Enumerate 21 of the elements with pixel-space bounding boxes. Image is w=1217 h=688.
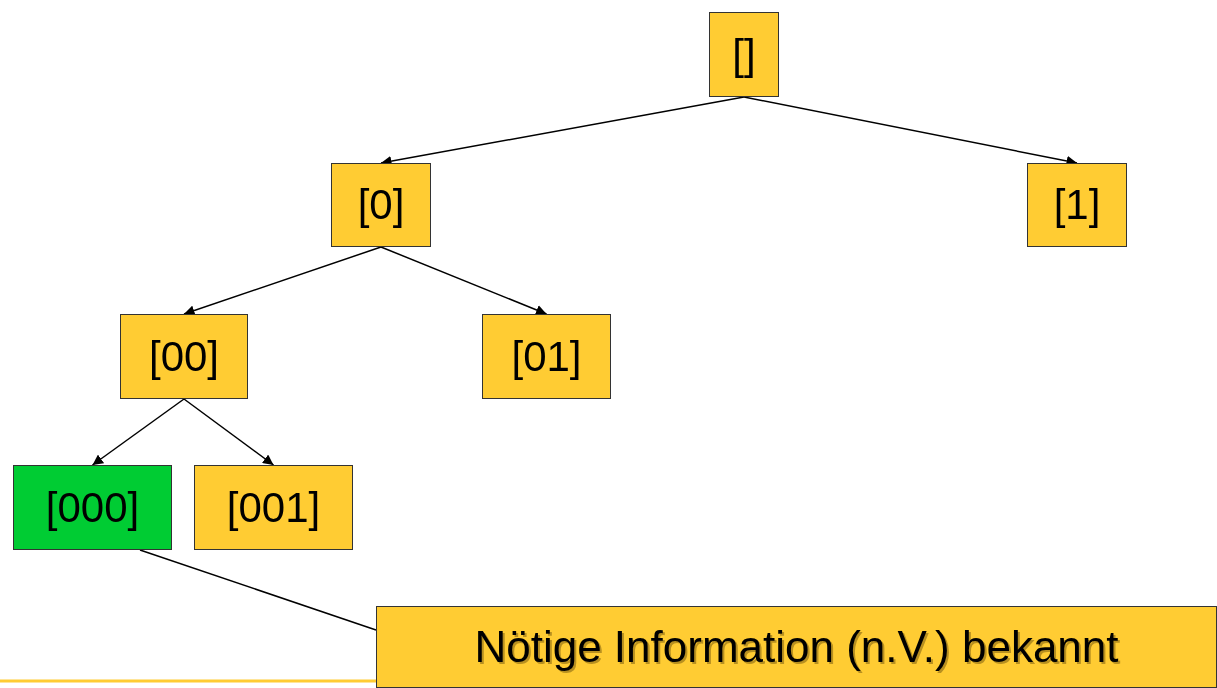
arrow bbox=[380, 246, 548, 315]
tree-node-box bbox=[709, 12, 779, 97]
node-label: [1] bbox=[1053, 181, 1101, 229]
tree-node-box bbox=[194, 465, 353, 550]
callout-text: Nötige Information (n.V.) bekannt bbox=[474, 622, 1119, 672]
node-label: [001] bbox=[226, 483, 321, 532]
node-label: [0] bbox=[357, 181, 405, 229]
tree-node-box bbox=[13, 465, 172, 550]
tree-node-box bbox=[120, 314, 248, 399]
leader-line bbox=[139, 549, 377, 631]
tree-node-box bbox=[1027, 163, 1127, 247]
tree-node-box bbox=[331, 163, 431, 247]
tree-node-box bbox=[482, 314, 611, 399]
node-label: [000] bbox=[45, 483, 140, 532]
arrow bbox=[183, 246, 382, 316]
node-label: [] bbox=[732, 30, 756, 79]
arrow bbox=[91, 398, 185, 466]
callout-box bbox=[376, 606, 1217, 688]
node-label: [01] bbox=[511, 332, 582, 381]
arrow bbox=[183, 398, 275, 466]
node-label: [00] bbox=[148, 332, 220, 381]
